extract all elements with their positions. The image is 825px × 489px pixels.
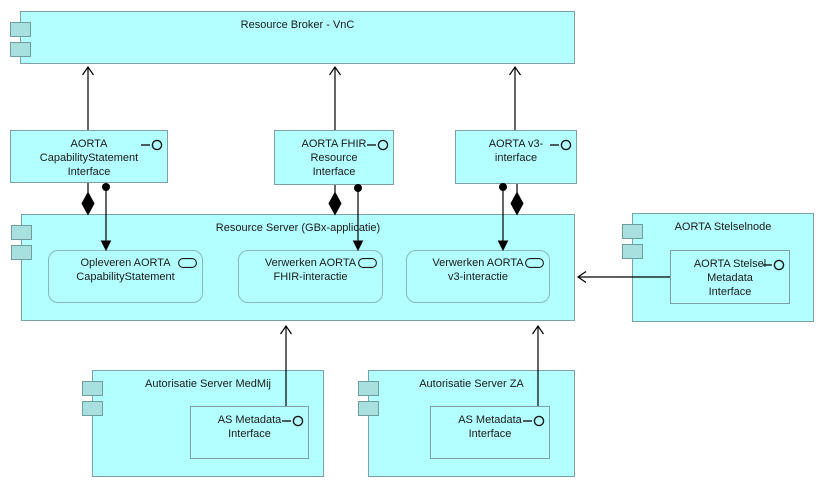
node-iface-capabilitystatement-label: AORTA CapabilityStatement Interface <box>39 138 139 178</box>
interface-lollipop-icon <box>523 415 545 427</box>
interface-lollipop-icon <box>282 415 304 427</box>
node-svc-fhir-label: Verwerken AORTA FHIR-interactie <box>264 257 357 283</box>
component-icon <box>11 225 32 265</box>
node-iface-v3-label: AORTA v3- interface <box>488 138 544 164</box>
node-svc-fhir[interactable]: Verwerken AORTA FHIR-interactie <box>238 250 383 303</box>
interface-lollipop-icon <box>550 139 572 151</box>
node-iface-capabilitystatement[interactable]: AORTA CapabilityStatement Interface <box>10 130 168 183</box>
node-iface-fhir-resource[interactable]: AORTA FHIR Resource Interface <box>274 130 394 185</box>
node-svc-v3-label: Verwerken AORTA v3-interactie <box>432 257 524 283</box>
interface-lollipop-icon <box>367 139 389 151</box>
node-iface-stelsel-metadata-label: AORTA Stelsel Metadata Interface <box>693 258 767 298</box>
component-icon <box>358 381 379 421</box>
relation-composition-server-fhir <box>328 185 342 216</box>
node-svc-v3[interactable]: Verwerken AORTA v3-interactie <box>406 250 550 303</box>
node-iface-v3[interactable]: AORTA v3- interface <box>455 130 577 184</box>
interface-lollipop-icon <box>763 259 785 271</box>
node-iface-as-medmij-label: AS Metadata Interface <box>217 414 282 440</box>
node-as-medmij-label: Autorisatie Server MedMij <box>145 378 271 390</box>
node-iface-as-medmij[interactable]: AS Metadata Interface <box>190 406 309 459</box>
node-iface-as-za[interactable]: AS Metadata Interface <box>430 406 550 459</box>
component-icon <box>10 22 31 62</box>
node-as-za-label: Autorisatie Server ZA <box>419 378 524 390</box>
node-iface-fhir-resource-label: AORTA FHIR Resource Interface <box>301 138 367 178</box>
node-svc-opleveren[interactable]: Opleveren AORTA CapabilityStatement <box>48 250 203 303</box>
interface-lollipop-icon <box>141 139 163 151</box>
node-svc-opleveren-label: Opleveren AORTA CapabilityStatement <box>76 257 175 283</box>
node-iface-stelsel-metadata[interactable]: AORTA Stelsel Metadata Interface <box>670 250 790 304</box>
relation-serving-v3-to-broker <box>509 65 521 130</box>
node-resource-server-label: Resource Server (GBx-applicatie) <box>215 222 381 234</box>
relation-composition-server-capability <box>81 183 95 216</box>
relation-serving-fhir-to-broker <box>329 65 341 130</box>
relation-composition-server-v3 <box>510 184 524 216</box>
node-stelselnode-label: AORTA Stelselnode <box>674 221 772 233</box>
component-icon <box>622 224 643 264</box>
node-iface-as-za-label: AS Metadata Interface <box>458 414 522 440</box>
component-icon <box>82 381 103 421</box>
application-service-icon <box>358 258 377 268</box>
node-resource-broker-label: Resource Broker - VnC <box>240 19 355 31</box>
node-resource-broker[interactable]: Resource Broker - VnC <box>10 11 575 64</box>
application-service-icon <box>178 258 197 268</box>
relation-serving-capability-to-broker <box>82 65 94 130</box>
application-service-icon <box>525 258 544 268</box>
